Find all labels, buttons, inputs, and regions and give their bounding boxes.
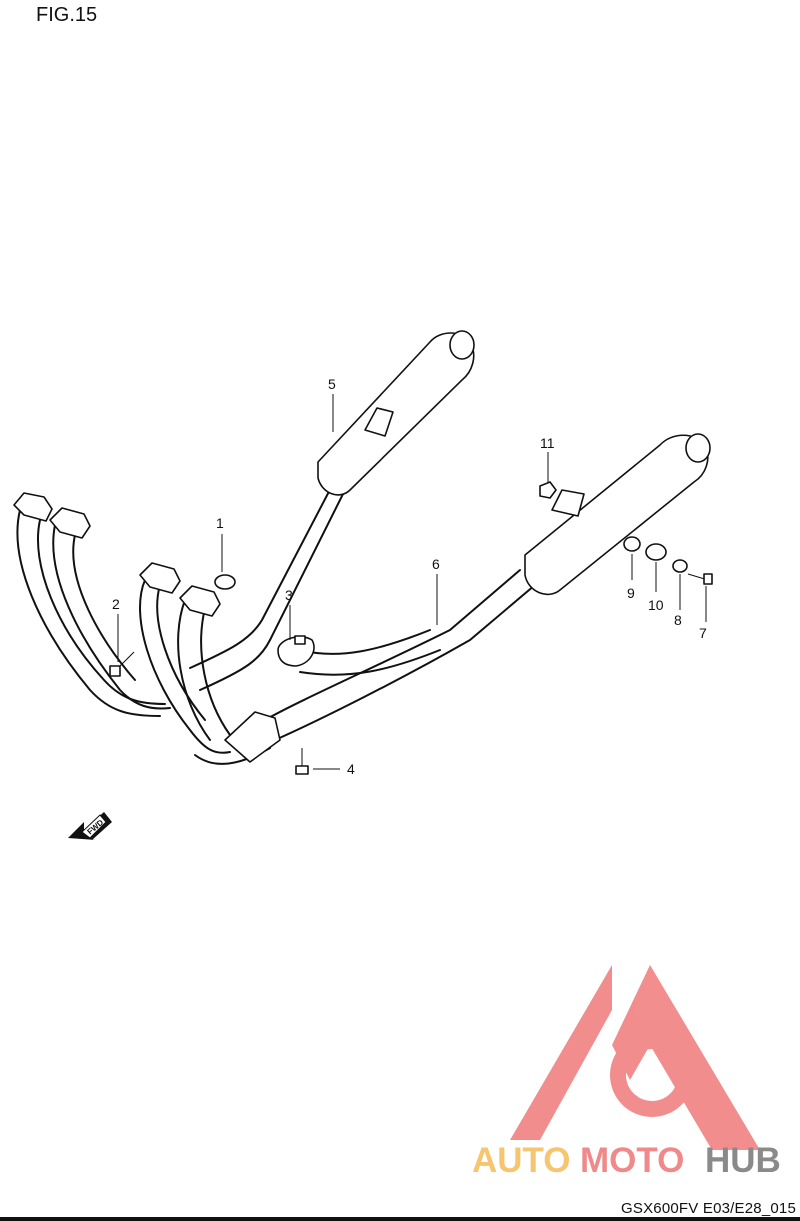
callout-1: 1: [216, 515, 224, 531]
callout-10: 10: [648, 597, 664, 613]
callout-9: 9: [627, 585, 635, 601]
watermark-text: AUTO MOTO HUB: [472, 1141, 781, 1180]
spacer: [645, 543, 667, 561]
mount-bolt: [687, 573, 713, 585]
figure-title: FIG.15: [36, 4, 98, 26]
callouts: 1 2 3 4 5 6 7 8 9 10 11: [112, 376, 707, 777]
callout-7: 7: [699, 625, 707, 641]
figure-code: GSX600FV E03/E28_015: [621, 1200, 796, 1217]
callout-5: 5: [328, 376, 336, 392]
exhaust-header-pipes: [16, 509, 271, 765]
callout-3: 3: [285, 587, 293, 603]
watermark-hub: HUB: [705, 1141, 781, 1180]
gasket: [214, 574, 236, 590]
header-flanges: [13, 492, 221, 617]
right-muffler: [524, 433, 711, 596]
watermark-logo: [510, 965, 760, 1150]
callout-11: 11: [540, 435, 555, 451]
callout-6: 6: [432, 556, 440, 572]
muffler-nut: [539, 481, 557, 499]
stud-bolt: [109, 651, 135, 677]
callout-4: 4: [347, 761, 355, 777]
watermark-auto: AUTO: [472, 1141, 571, 1180]
leader-lines: [117, 394, 707, 770]
callout-2: 2: [112, 596, 120, 612]
fwd-direction-marker: FWD: [68, 812, 112, 840]
mount-bushing: [623, 536, 641, 552]
collector-pipes: [189, 479, 536, 763]
callout-8: 8: [674, 612, 682, 628]
exhaust-clamp: [277, 635, 315, 667]
watermark-moto: MOTO: [580, 1141, 684, 1180]
washer: [672, 559, 688, 573]
clamp-bolt: [295, 748, 309, 775]
bottom-rule: [0, 1217, 800, 1221]
left-muffler: [317, 330, 475, 496]
